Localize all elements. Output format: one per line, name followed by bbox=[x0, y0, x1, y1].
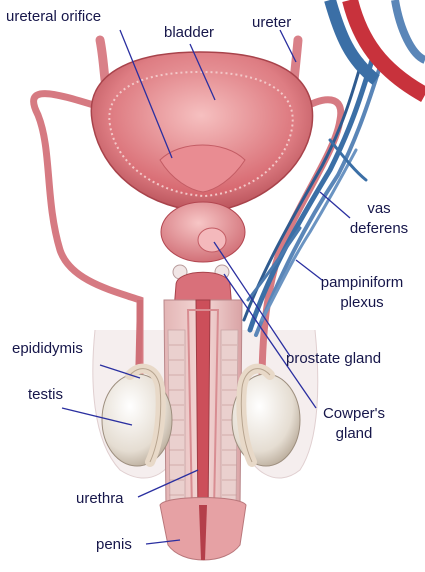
label-epididymis: epididymis bbox=[12, 340, 83, 358]
label-bladder: bladder bbox=[164, 24, 214, 42]
label-penis: penis bbox=[96, 536, 132, 554]
label-vas-deferens-line1: vas bbox=[340, 200, 418, 218]
label-testis: testis bbox=[28, 386, 63, 404]
label-pampiniform-line1: pampiniform bbox=[305, 274, 419, 292]
urethra-channel bbox=[196, 300, 210, 520]
label-pampiniform-line2: plexus bbox=[305, 294, 419, 312]
label-ureteral-orifice: ureteral orifice bbox=[6, 8, 101, 26]
label-vas-deferens-line2: deferens bbox=[340, 220, 418, 238]
small-vein bbox=[395, 0, 425, 60]
label-cowpers-line2: gland bbox=[312, 425, 396, 443]
prostate-inner bbox=[198, 228, 226, 252]
label-cowpers-line1: Cowper's bbox=[312, 405, 396, 423]
label-prostate-gland: prostate gland bbox=[286, 350, 381, 368]
label-urethra: urethra bbox=[76, 490, 124, 508]
label-ureter: ureter bbox=[252, 14, 291, 32]
